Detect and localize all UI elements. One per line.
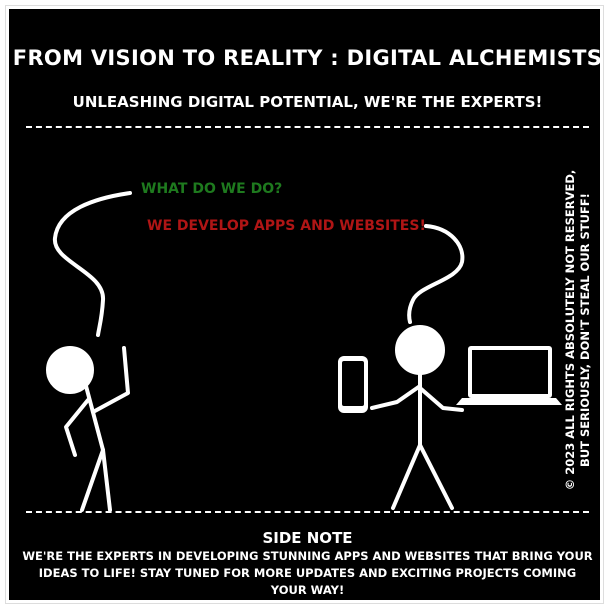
- comic-subtitle: UNLEASHING DIGITAL POTENTIAL, WE'RE THE …: [72, 93, 543, 111]
- right-stick-figure: [370, 325, 464, 510]
- top-divider: [26, 126, 589, 128]
- speech-question: WHAT DO WE DO?: [141, 181, 283, 197]
- speech-tail-left: [52, 191, 132, 337]
- speech-answer: WE DEVELOP APPS AND WEBSITES!: [147, 218, 426, 234]
- side-note-text: WE'RE THE EXPERTS IN DEVELOPING STUNNING…: [22, 549, 593, 597]
- left-figure-arm-lower: [64, 398, 90, 457]
- smartphone-icon: [338, 356, 368, 413]
- bottom-divider: [26, 511, 589, 513]
- right-figure-leg-right: [418, 443, 454, 510]
- copyright-notice: © 2023 ALL RIGHTS ABSOLUTELY NOT RESERVE…: [563, 170, 593, 491]
- comic-panel: [5, 5, 604, 604]
- left-figure-leg-left: [80, 448, 105, 512]
- left-figure-arm-raised: [91, 346, 130, 414]
- left-figure-leg-right: [101, 448, 112, 512]
- speech-tail-right: [407, 224, 465, 324]
- right-figure-arm-left: [370, 384, 422, 410]
- left-figure-head: [46, 346, 94, 394]
- left-stick-figure: [46, 346, 130, 512]
- copyright-line-1: © 2023 ALL RIGHTS ABSOLUTELY NOT RESERVE…: [563, 169, 577, 491]
- comic-title: FROM VISION TO REALITY : DIGITAL ALCHEMI…: [12, 46, 603, 70]
- right-figure-head: [395, 325, 445, 375]
- side-note-heading: SIDE NOTE: [262, 529, 353, 547]
- left-figure-body: [84, 384, 105, 452]
- laptop-icon: [456, 346, 562, 405]
- right-figure-leg-left: [391, 443, 422, 510]
- copyright-line-2: BUT SERIOUSLY, DON'T STEAL OUR STUFF!: [578, 193, 592, 467]
- right-figure-arm-right: [418, 386, 464, 412]
